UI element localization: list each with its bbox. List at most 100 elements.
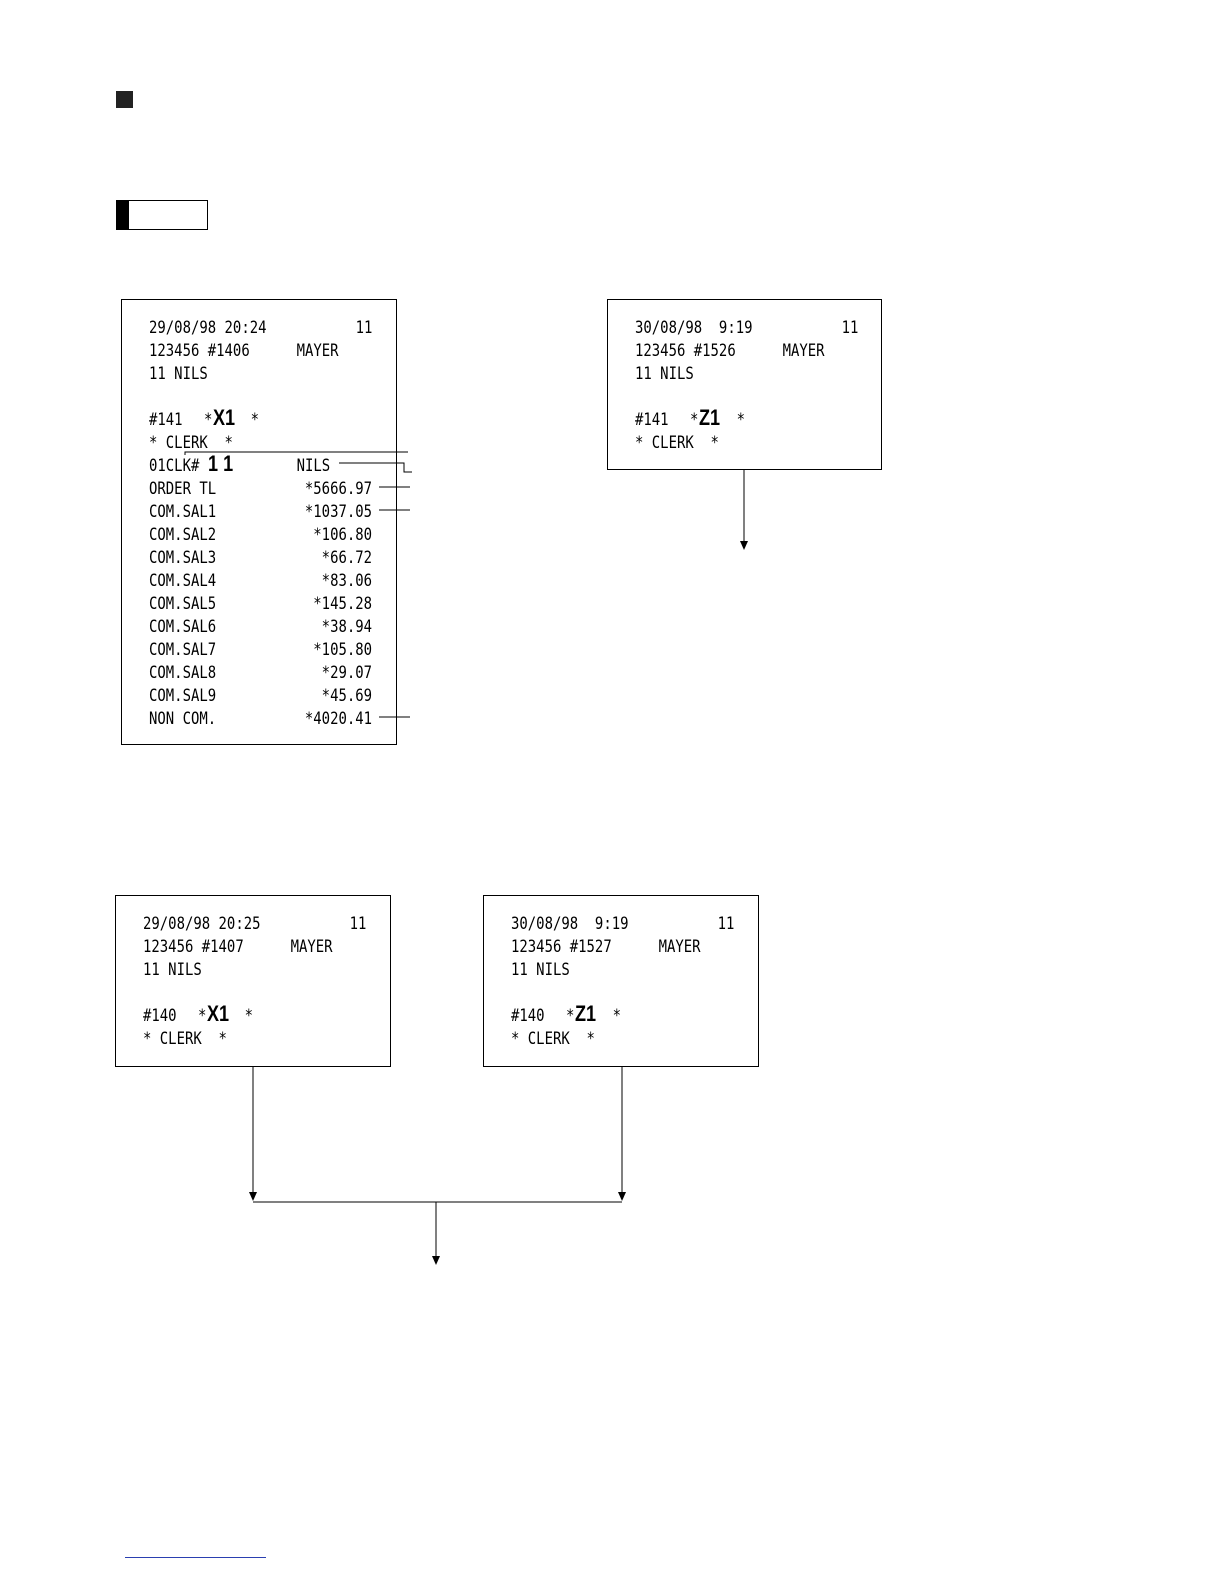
row-label: COM.SAL6 [149, 617, 217, 637]
date-time: 30/08/98 9:19 [635, 318, 753, 338]
report-number: #141 [635, 410, 669, 430]
receipt-row: COM.SAL1*1037.05 [149, 501, 372, 524]
receipt-line-store: 123456 #1407 MAYER [143, 936, 333, 959]
receipt-line-datetime: 30/08/98 9:19 11 [511, 913, 734, 936]
report-title: * CLERK * [143, 1029, 227, 1049]
receipt-row: COM.SAL4*83.06 [149, 570, 372, 593]
receipt-line-clerk: 11 NILS [143, 959, 202, 982]
date-time: 29/08/98 20:24 [149, 318, 267, 338]
row-value: *29.07 [321, 663, 373, 683]
clerk-name: 11 NILS [143, 960, 202, 980]
receipt-line-store: 123456 #1527 MAYER [511, 936, 701, 959]
operator-name: MAYER [658, 937, 701, 957]
receipt-line-title: * CLERK * [143, 1028, 227, 1051]
receipt-line-title: * CLERK * [511, 1028, 595, 1051]
receipt-line-title: * CLERK * [149, 432, 233, 455]
row-value: *145.28 [313, 594, 373, 614]
report-number: #140 [511, 1006, 545, 1026]
receipt-row: COM.SAL6 *38.94 [149, 616, 372, 639]
receipt-line-clerk: 11 NILS [511, 959, 570, 982]
receipt-clerk-x1: 29/08/98 20:24 11 123456 #1406 MAYER 11 … [121, 299, 397, 745]
arrow-down-icon [618, 1067, 626, 1201]
clerk-number-label: 01CLK# [149, 456, 200, 476]
row-value: *83.06 [321, 571, 373, 591]
row-label: COM.SAL5 [149, 594, 217, 614]
clerk-number: 1 1 [208, 451, 234, 476]
mode-prefix: * [565, 1006, 575, 1026]
row-value: *4020.41 [304, 709, 373, 729]
receipt-line-report: #140 * X1 * [143, 1002, 253, 1028]
receipt-all-clerk-z1: 30/08/98 9:19 11 123456 #1527 MAYER 11 N… [483, 895, 759, 1067]
receipt-all-clerk-x1: 29/08/98 20:25 11 123456 #1407 MAYER 11 … [115, 895, 391, 1067]
receipt-row: COM.SAL3 *66.72 [149, 547, 372, 570]
row-label: COM.SAL8 [149, 663, 217, 683]
receipt-row: COM.SAL8 *29.07 [149, 662, 372, 685]
row-label: COM.SAL9 [149, 686, 217, 706]
receipt-row: ORDER TL *5666.97 [149, 478, 372, 501]
report-title: * CLERK * [511, 1029, 595, 1049]
mode-suffix: * [612, 1006, 622, 1026]
mode-suffix: * [244, 1006, 254, 1026]
report-title: * CLERK * [149, 433, 233, 453]
report-number: #141 [149, 410, 183, 430]
receipt-row: COM.SAL9 *45.69 [149, 685, 372, 708]
receipt-line-report: #141 * Z1 * [635, 406, 745, 432]
receipt-line-title: * CLERK * [635, 432, 719, 455]
store-consec: 123456 #1407 [143, 937, 244, 957]
footer-rule [125, 1557, 266, 1558]
receipt-line-clerk: 11 NILS [149, 363, 208, 386]
operator-name: MAYER [290, 937, 333, 957]
row-value: *1037.05 [304, 502, 373, 522]
row-value: *38.94 [321, 617, 373, 637]
operator-name: MAYER [782, 341, 825, 361]
row-value: *105.80 [313, 640, 373, 660]
receipt-row: COM.SAL7 *105.80 [149, 639, 372, 662]
clerk-line-name: NILS [296, 456, 331, 476]
report-title: * CLERK * [635, 433, 719, 453]
section-marker-icon [116, 91, 133, 108]
row-value: *66.72 [321, 548, 373, 568]
store-consec: 123456 #1526 [635, 341, 736, 361]
report-mode: Z1 [698, 405, 721, 430]
receipt-line-report: #141 * X1 * [149, 406, 259, 432]
receipt-row: COM.SAL2*106.80 [149, 524, 372, 547]
receipt-line-clerk: 11 NILS [635, 363, 694, 386]
receipt-line-datetime: 29/08/98 20:24 11 [149, 317, 372, 340]
clerk-name: 11 NILS [635, 364, 694, 384]
mode-suffix: * [736, 410, 746, 430]
receipt-line-store: 123456 #1526 MAYER [635, 340, 825, 363]
row-label: COM.SAL7 [149, 640, 217, 660]
mode-prefix: * [689, 410, 699, 430]
row-label: ORDER TL [149, 479, 217, 499]
store-consec: 123456 #1527 [511, 937, 612, 957]
receipt-clerk-z1: 30/08/98 9:19 11 123456 #1526 MAYER 11 N… [607, 299, 882, 470]
receipt-line-store: 123456 #1406 MAYER [149, 340, 339, 363]
report-mode: Z1 [574, 1001, 597, 1026]
operator-name: MAYER [296, 341, 339, 361]
row-label: NON COM. [149, 709, 217, 729]
clerk-name: 11 NILS [149, 364, 208, 384]
clerk-code: 11 [355, 318, 373, 338]
arrow-down-icon [249, 1067, 257, 1201]
receipt-row: NON COM. *4020.41 [149, 708, 372, 731]
mode-suffix: * [250, 410, 260, 430]
report-mode: X1 [206, 1001, 230, 1026]
report-number: #140 [143, 1006, 177, 1026]
mode-prefix: * [197, 1006, 207, 1026]
clerk-code: 11 [349, 914, 367, 934]
receipt-line-datetime: 29/08/98 20:25 11 [143, 913, 366, 936]
mode-prefix: * [203, 410, 213, 430]
row-value: *45.69 [321, 686, 373, 706]
row-label: COM.SAL3 [149, 548, 217, 568]
date-time: 29/08/98 20:25 [143, 914, 261, 934]
clerk-code: 11 [841, 318, 859, 338]
store-consec: 123456 #1406 [149, 341, 250, 361]
clerk-name: 11 NILS [511, 960, 570, 980]
receipt-line-report: #140 * Z1 * [511, 1002, 621, 1028]
receipt-line-datetime: 30/08/98 9:19 11 [635, 317, 858, 340]
receipt-line-clerk-number: 01CLK# 1 1 NILS [149, 452, 330, 478]
row-value: *5666.97 [304, 479, 373, 499]
arrow-down-icon [740, 470, 748, 550]
report-mode: X1 [212, 405, 236, 430]
